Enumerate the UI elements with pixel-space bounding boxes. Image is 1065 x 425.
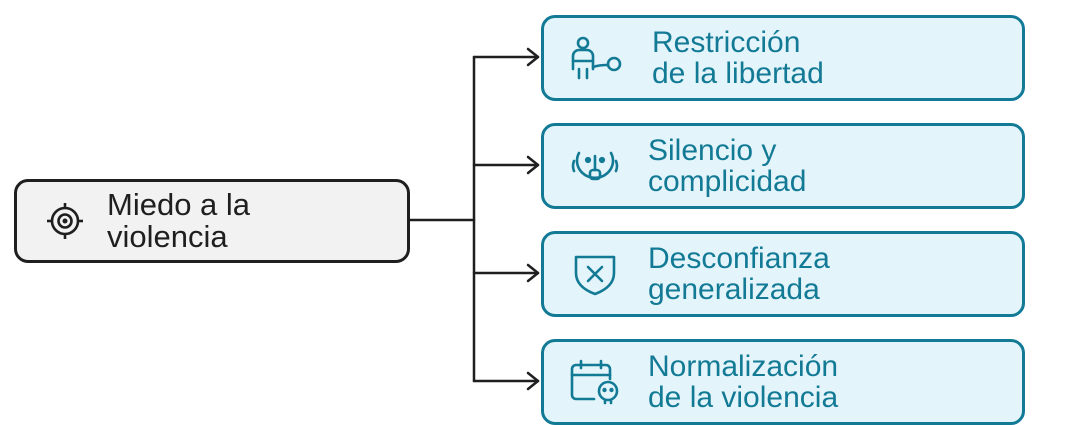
hush-face-icon — [571, 151, 619, 181]
child-node-normalizacion: Normalización de la violencia — [541, 339, 1025, 425]
child-label-2: Silencio y complicidad — [648, 134, 807, 198]
root-node: Miedo a la violencia — [14, 179, 410, 263]
arrow-head-1 — [526, 47, 540, 67]
child-label-1: Restricción de la libertad — [652, 26, 824, 90]
arrow-head-2 — [526, 155, 540, 175]
child-label-4: Normalización de la violencia — [648, 350, 839, 414]
arrow-head-4 — [526, 371, 540, 391]
child-node-silencio: Silencio y complicidad — [541, 123, 1025, 209]
shield-x-icon — [574, 255, 616, 296]
child-node-desconfianza: Desconfianza generalizada — [541, 231, 1025, 317]
child-node-restriccion: Restricción de la libertad — [541, 15, 1025, 101]
root-label: Miedo a la violencia — [107, 187, 251, 254]
calendar-skull-icon — [570, 359, 619, 405]
child-label-3: Desconfianza generalizada — [648, 242, 830, 306]
person-shackle-icon — [571, 36, 622, 80]
arrow-head-3 — [526, 263, 540, 283]
target-fear-icon — [47, 203, 83, 239]
